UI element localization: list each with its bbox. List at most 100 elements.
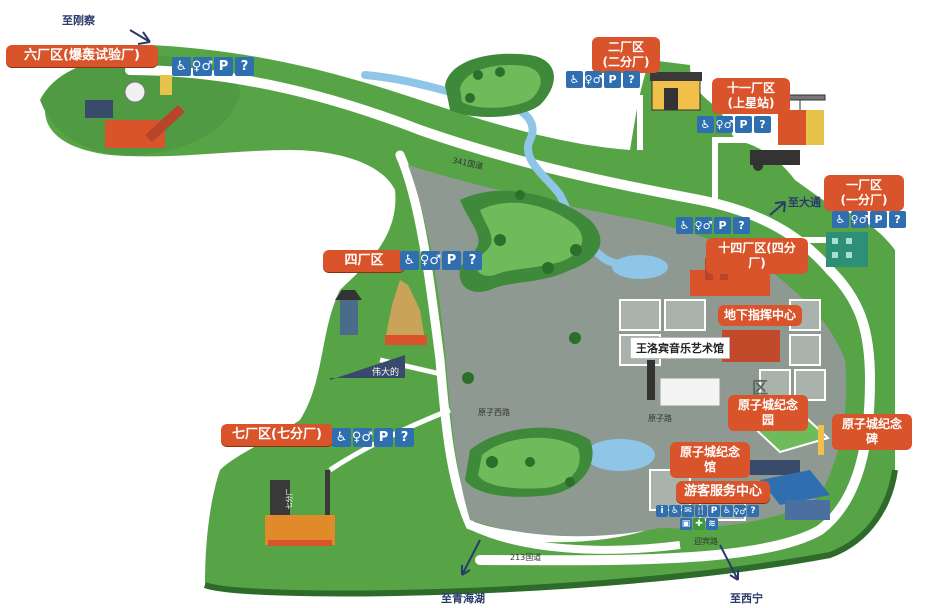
memorial-park-tag[interactable]: 原子城纪念园 bbox=[728, 395, 808, 431]
area7-buildings bbox=[265, 470, 335, 546]
visitor-amenities: i ♿ ✉ 🍴 P ♿ ♀♂ ? bbox=[656, 505, 759, 517]
area11-amenities: ♿ ♀♂ P ? bbox=[697, 116, 771, 133]
toilet-icon: ♀♂ bbox=[419, 251, 442, 270]
monument-tag[interactable]: 原子城纪念碑 bbox=[832, 414, 912, 450]
accessible-icon: ♿ bbox=[676, 217, 693, 234]
area2-amenities: ♿ ♀♂ P ? bbox=[566, 71, 640, 88]
area1-name: 一厂区 bbox=[845, 178, 882, 192]
area6-ground bbox=[40, 55, 240, 156]
parking-icon: P bbox=[714, 217, 731, 234]
area1-tag[interactable]: 一厂区 (一分厂) bbox=[824, 175, 904, 211]
area1-sub: (一分厂) bbox=[840, 193, 888, 207]
parking-icon: P bbox=[735, 116, 752, 133]
lake-south bbox=[585, 439, 655, 471]
road-213-label: 213国道 bbox=[510, 553, 542, 562]
music-hall-tag[interactable]: 王洛宾音乐艺术馆 bbox=[630, 337, 730, 359]
parking-icon: P bbox=[442, 251, 461, 270]
accessible-icon: ♿ bbox=[566, 71, 583, 88]
road-to-area11 bbox=[712, 137, 760, 205]
dest-xining: 至西宁 bbox=[730, 592, 763, 605]
memorial-hall-tag[interactable]: 原子城纪念馆 bbox=[670, 442, 750, 478]
info-icon: ? bbox=[235, 57, 254, 76]
dest-datong: 至大通 bbox=[788, 196, 821, 209]
direction-arrows bbox=[129, 29, 786, 581]
dest-qinghai-lake: 至青海湖 bbox=[441, 592, 485, 605]
restaurant-icon: 🍴 bbox=[695, 505, 707, 517]
area7-tag[interactable]: 七厂区(七分厂) bbox=[221, 424, 333, 446]
toilet-icon: ♀♂ bbox=[351, 428, 374, 447]
info-icon: ? bbox=[395, 428, 414, 447]
park-edge bbox=[203, 469, 898, 597]
parking-icon: P bbox=[708, 505, 720, 517]
area11-buildings bbox=[750, 94, 826, 171]
atm-icon: ▣ bbox=[680, 518, 692, 530]
info-icon: ? bbox=[623, 71, 640, 88]
area14-tag[interactable]: 十四厂区(四分厂) bbox=[706, 238, 808, 274]
info-icon: ? bbox=[463, 251, 482, 270]
road-213 bbox=[468, 521, 681, 554]
area6-tag[interactable]: 六厂区(爆轰试验厂) bbox=[6, 45, 158, 67]
toilet-icon: ♀♂ bbox=[850, 211, 869, 228]
parking-icon: P bbox=[604, 71, 621, 88]
grass-center-inner bbox=[476, 202, 583, 276]
area2-sub: (二分厂) bbox=[602, 55, 650, 69]
area4-buildings bbox=[330, 280, 427, 380]
area11-tag[interactable]: 十一厂区 (上星站) bbox=[712, 78, 790, 114]
dest-gangcha: 至刚察 bbox=[62, 14, 95, 27]
wall-sign: 伟大的 bbox=[372, 368, 400, 378]
mail-icon: ✉ bbox=[682, 505, 694, 517]
road-inner bbox=[395, 150, 665, 543]
accessible-icon: ♿ bbox=[332, 428, 351, 447]
area11-name: 十一厂区 bbox=[726, 81, 775, 95]
area14-amenities: ♿ ♀♂ P ? bbox=[676, 217, 750, 234]
city-blocks bbox=[619, 299, 826, 521]
info-icon: i bbox=[656, 505, 668, 517]
area6-amenities: ♿ ♀♂ P ? bbox=[172, 57, 254, 76]
river-pond bbox=[612, 255, 668, 279]
accessible-icon: ♿ bbox=[832, 211, 849, 228]
accessible-icon: ♿ bbox=[721, 505, 733, 517]
area1-amenities: ♿ ♀♂ P ? bbox=[832, 211, 906, 228]
visitor-amenities-row2: ▣ ✚ ≋ bbox=[680, 518, 718, 530]
info-icon: ? bbox=[889, 211, 906, 228]
area11-sub: (上星站) bbox=[727, 96, 775, 110]
accessible-icon: ♿ bbox=[400, 251, 419, 270]
area1-building bbox=[826, 232, 868, 267]
road-yuanzixi-label: 原子西路 bbox=[478, 408, 510, 417]
road-yingbin-label: 迎宾路 bbox=[694, 537, 718, 546]
parking-icon: P bbox=[870, 211, 887, 228]
memorial-park-grounds bbox=[745, 410, 830, 520]
music-hall-building bbox=[647, 360, 721, 407]
toilet-icon: ♀♂ bbox=[584, 71, 603, 88]
command-center-tag[interactable]: 地下指挥中心 bbox=[718, 305, 802, 326]
area7-chimney-sign: 七分厂 bbox=[285, 488, 294, 510]
toilet-icon: ♀♂ bbox=[694, 217, 713, 234]
toilet-icon: ♀♂ bbox=[191, 57, 214, 76]
visitor-center-tag[interactable]: 游客服务中心 bbox=[676, 481, 770, 503]
area7-amenities: ♿ ♀♂ P ? bbox=[332, 428, 414, 447]
area2-name: 二厂区 bbox=[607, 40, 644, 54]
wifi-icon: ≋ bbox=[706, 518, 718, 530]
accessible-icon: ♿ bbox=[669, 505, 681, 517]
district-label: 区 bbox=[752, 378, 769, 397]
accessible-icon: ♿ bbox=[172, 57, 191, 76]
toilet-icon: ♀♂ bbox=[733, 505, 747, 517]
area4-tag[interactable]: 四厂区 bbox=[323, 250, 405, 272]
info-icon: ? bbox=[754, 116, 771, 133]
command-building bbox=[722, 330, 780, 362]
accessible-icon: ♿ bbox=[697, 116, 714, 133]
parking-icon: P bbox=[374, 428, 393, 447]
area4-amenities: ♿ ♀♂ P ? bbox=[400, 251, 482, 270]
area6-buildings bbox=[85, 75, 185, 148]
first-aid-icon: ✚ bbox=[693, 518, 705, 530]
road-yuanzi-label: 原子路 bbox=[648, 414, 672, 423]
toilet-icon: ♀♂ bbox=[715, 116, 734, 133]
info-icon: ? bbox=[747, 505, 759, 517]
trees bbox=[462, 67, 582, 487]
info-icon: ? bbox=[733, 217, 750, 234]
area2-building bbox=[650, 72, 702, 111]
road-341 bbox=[125, 65, 876, 566]
area2-tag[interactable]: 二厂区 (二分厂) bbox=[592, 37, 660, 73]
parking-icon: P bbox=[214, 57, 233, 76]
